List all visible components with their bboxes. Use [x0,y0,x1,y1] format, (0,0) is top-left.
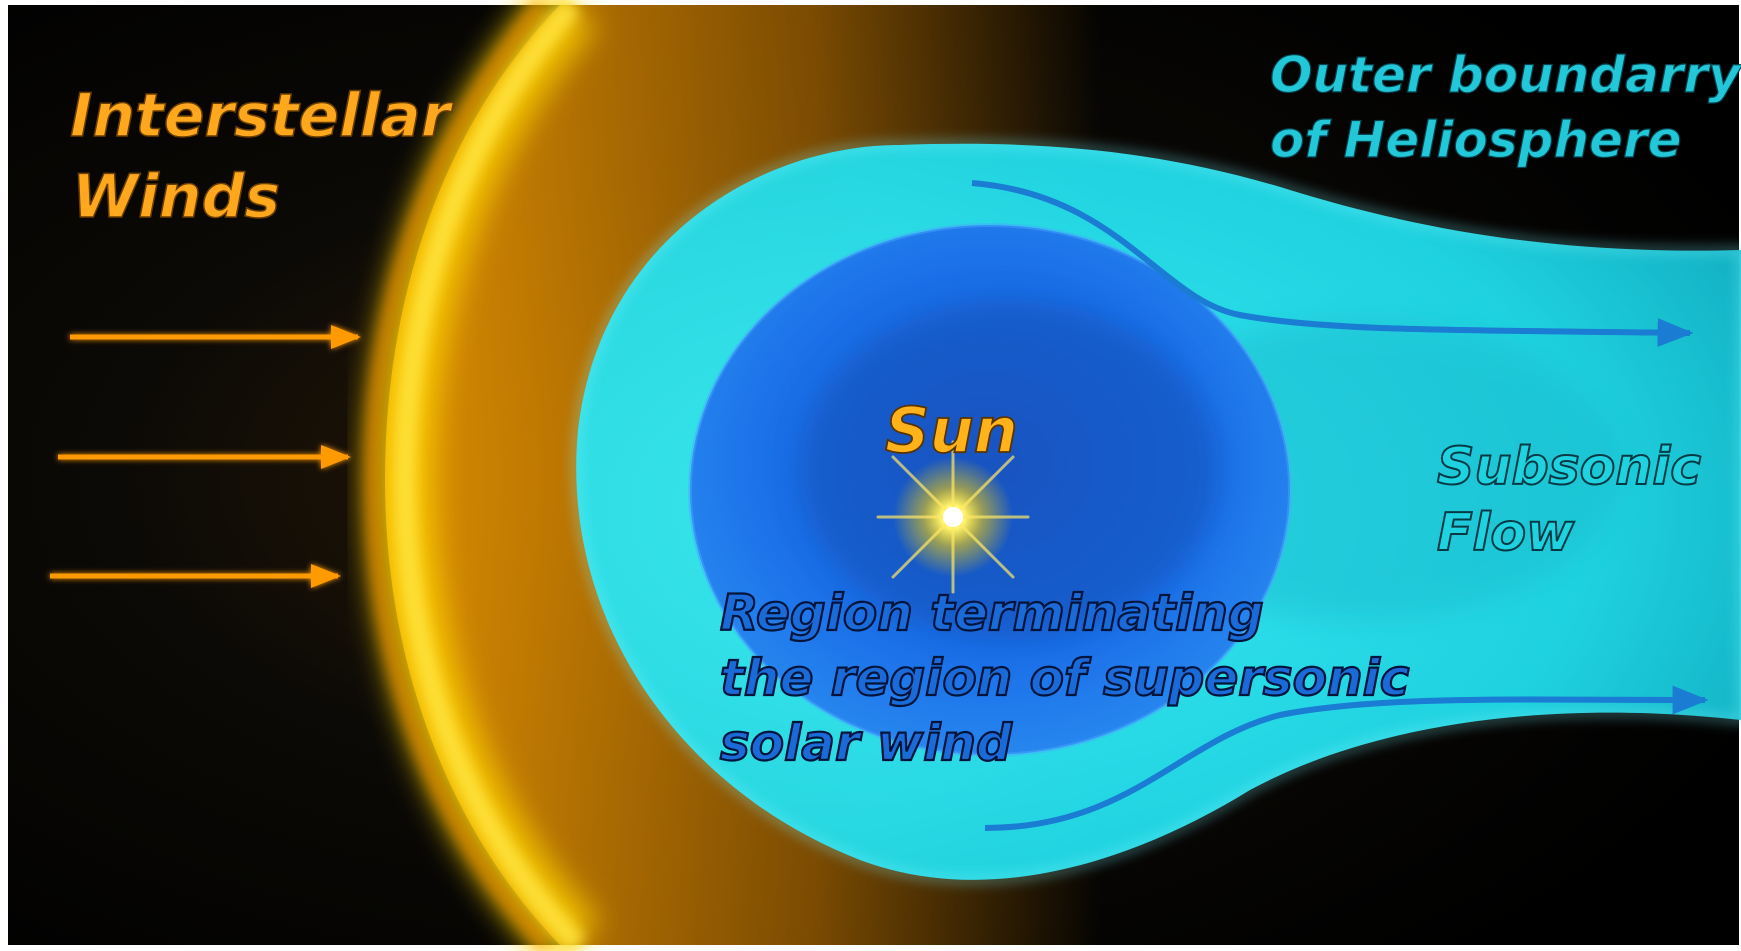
wind-arrows [50,325,361,588]
flow-arrows [971,180,1709,831]
sun-star-burst-icon [876,440,1030,594]
sun-label: Sun [885,394,1018,467]
outer-boundary-label-line1: Outer boundarry [1270,46,1741,104]
interstellar-winds-label-line2: Winds [72,162,280,232]
upper-flow-arrow-icon [971,180,1694,347]
subsonic-flow-label-line2: Flow [1437,503,1575,563]
lower-flow-arrow-icon [984,685,1709,831]
outer-boundary-label-line2: of Heliosphere [1270,111,1682,169]
subsonic-flow-label-line1: Subsonic [1437,437,1701,497]
termination-label-line1: Region terminating [720,584,1264,642]
termination-label-line2: the region of supersonic [720,649,1410,707]
termination-label-line3: solar wind [720,714,1013,772]
interstellar-winds-label-line1: Interstellar [70,81,454,151]
